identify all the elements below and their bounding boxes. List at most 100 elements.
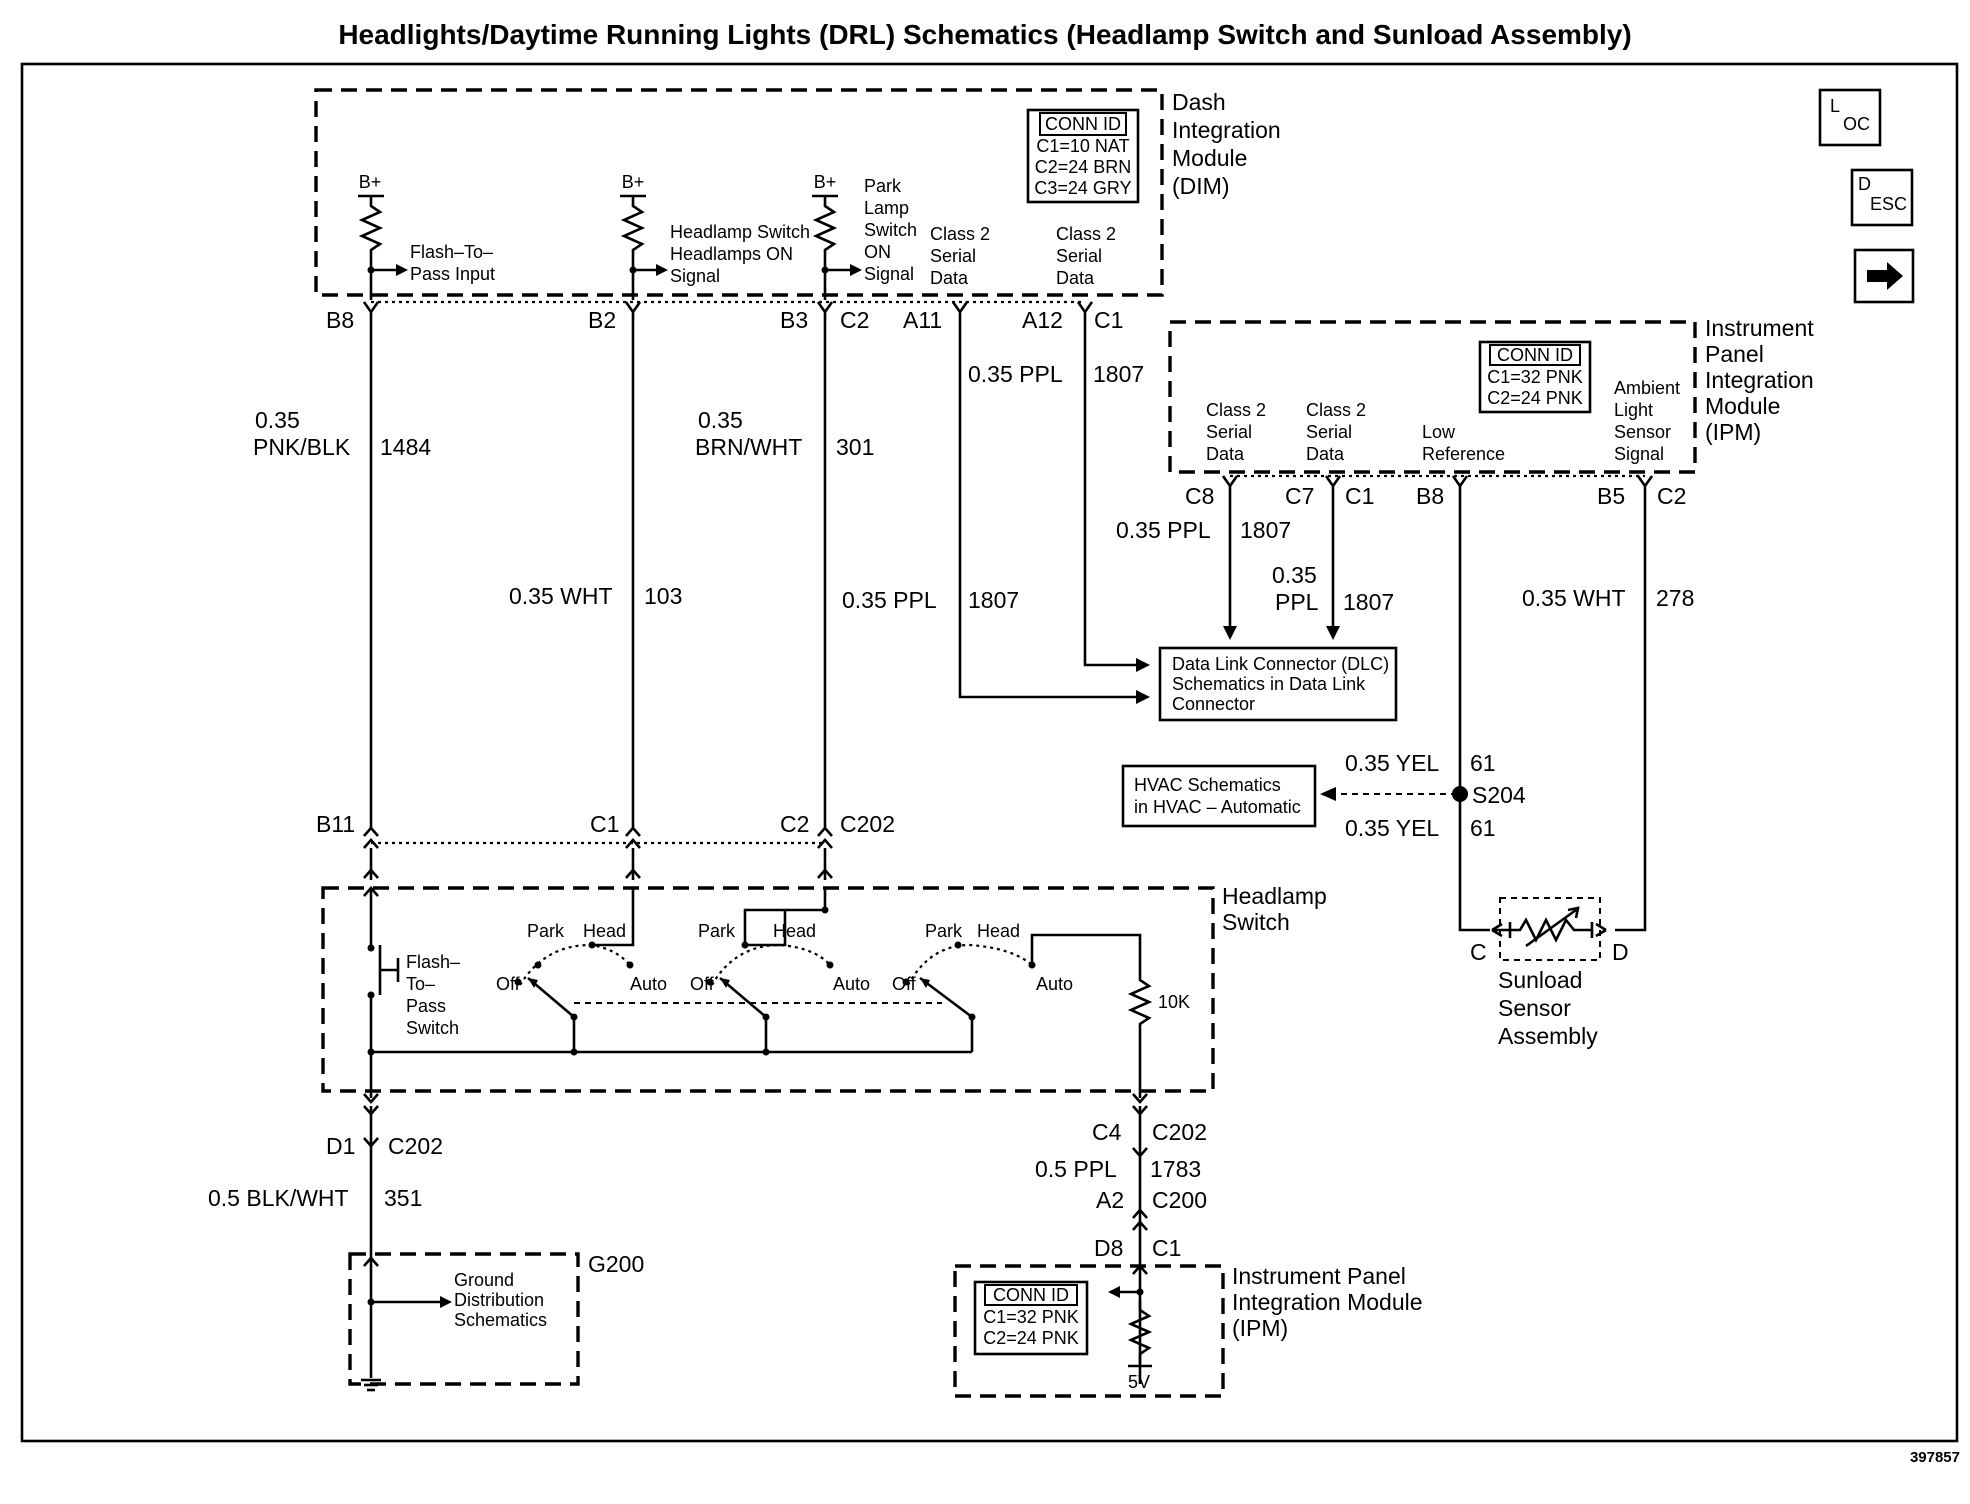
wire-1484-label: 0.35 PNK/BLK 1484: [253, 407, 431, 460]
svg-text:278: 278: [1656, 585, 1694, 611]
svg-text:Serial: Serial: [1206, 422, 1252, 442]
svg-text:C202: C202: [388, 1133, 443, 1159]
dim-class2-labels: Class 2 Serial Data Class 2 Serial Data: [930, 224, 1116, 288]
svg-text:Connector: Connector: [1172, 694, 1255, 714]
svg-text:A2: A2: [1096, 1187, 1124, 1213]
svg-text:Signal: Signal: [670, 266, 720, 286]
svg-text:PPL: PPL: [1275, 589, 1319, 615]
dlc-reference-box[interactable]: Data Link Connector (DLC) Schematics in …: [1158, 646, 1398, 722]
svg-text:Switch: Switch: [1222, 909, 1290, 935]
svg-text:Head: Head: [773, 921, 816, 941]
dim-conn-id-table: CONN ID C1=10 NAT C2=24 BRN C3=24 GRY: [1026, 108, 1140, 204]
svg-text:0.35 WHT: 0.35 WHT: [509, 583, 613, 609]
svg-text:in HVAC – Automatic: in HVAC – Automatic: [1134, 797, 1301, 817]
svg-text:CONN ID: CONN ID: [1045, 114, 1121, 134]
svg-text:0.35 YEL: 0.35 YEL: [1345, 815, 1439, 841]
svg-text:CONN ID: CONN ID: [1497, 345, 1573, 365]
svg-text:C7: C7: [1285, 483, 1314, 509]
dim-pin-a12: A12: [1022, 307, 1063, 333]
svg-text:Integration Module: Integration Module: [1232, 1289, 1423, 1315]
svg-text:Data: Data: [1306, 444, 1345, 464]
svg-text:5V: 5V: [1128, 1372, 1150, 1392]
svg-text:Auto: Auto: [630, 974, 667, 994]
svg-text:C3=24 GRY: C3=24 GRY: [1034, 178, 1131, 198]
svg-text:B+: B+: [814, 172, 837, 192]
svg-text:ESC: ESC: [1870, 194, 1907, 214]
page-title: Headlights/Daytime Running Lights (DRL) …: [338, 19, 1631, 50]
svg-text:1807: 1807: [1093, 361, 1144, 387]
svg-text:B5: B5: [1597, 483, 1625, 509]
svg-text:Light: Light: [1614, 400, 1653, 420]
svg-text:Ground: Ground: [454, 1270, 514, 1290]
dim-pin-b8: B8: [326, 307, 354, 333]
svg-text:1807: 1807: [968, 587, 1019, 613]
svg-text:Switch: Switch: [864, 220, 917, 240]
loc-icon[interactable]: L OC: [1818, 88, 1882, 147]
svg-text:0.35: 0.35: [1272, 562, 1317, 588]
svg-text:Signal: Signal: [864, 264, 914, 284]
wire-61-labels: 0.35 YEL 61 S204 0.35 YEL 61: [1345, 750, 1526, 841]
wire-278-label: 0.35 WHT 278: [1522, 585, 1694, 611]
svg-text:301: 301: [836, 434, 874, 460]
dim-name-line-3: Module: [1172, 145, 1247, 171]
svg-text:Sunload: Sunload: [1498, 967, 1582, 993]
svg-text:ON: ON: [864, 242, 891, 262]
svg-text:Flash–: Flash–: [406, 952, 460, 972]
svg-text:Assembly: Assembly: [1498, 1023, 1598, 1049]
hvac-reference-box[interactable]: HVAC Schematics in HVAC – Automatic: [1121, 764, 1317, 828]
wire-351-label: 0.5 BLK/WHT 351: [208, 1185, 422, 1211]
svg-text:C: C: [1470, 939, 1487, 965]
svg-text:Flash–To–: Flash–To–: [410, 242, 493, 262]
svg-text:0.5 PPL: 0.5 PPL: [1035, 1156, 1117, 1182]
svg-text:10K: 10K: [1158, 992, 1190, 1012]
dim-pin-b3: B3: [780, 307, 808, 333]
svg-text:Pass: Pass: [406, 996, 446, 1016]
svg-text:C1: C1: [1152, 1235, 1181, 1261]
svg-text:Class 2: Class 2: [930, 224, 990, 244]
ipm-bottom-conn-id-table: CONN ID C1=32 PNK C2=24 PNK: [973, 1280, 1089, 1356]
connector-c200: A2 C200: [1096, 1187, 1207, 1231]
svg-text:S204: S204: [1472, 782, 1526, 808]
connector-c202-d1: D1 C202: [326, 1093, 443, 1258]
svg-text:Panel: Panel: [1705, 341, 1764, 367]
svg-text:103: 103: [644, 583, 682, 609]
svg-text:BRN/WHT: BRN/WHT: [695, 434, 802, 460]
svg-text:0.35: 0.35: [255, 407, 300, 433]
svg-text:Instrument: Instrument: [1705, 315, 1814, 341]
svg-text:Sensor: Sensor: [1498, 995, 1571, 1021]
svg-text:Off: Off: [690, 974, 715, 994]
svg-text:B+: B+: [359, 172, 382, 192]
svg-text:CONN ID: CONN ID: [993, 1285, 1069, 1305]
headlamp-switch: Headlamp Switch Flash– To– Pass Switch P…: [321, 883, 1327, 1098]
wire-1807-a12-label: 0.35 PPL 1807: [968, 361, 1144, 387]
svg-text:Head: Head: [583, 921, 626, 941]
dim-pullup-3: B+ Park Lamp Switch ON Signal: [812, 172, 917, 300]
svg-text:Data: Data: [1056, 268, 1095, 288]
svg-text:0.5 BLK/WHT: 0.5 BLK/WHT: [208, 1185, 349, 1211]
sunload-sensor-assembly: C D Sunload Sensor Assembly: [1470, 897, 1629, 1049]
next-arrow-icon[interactable]: [1853, 248, 1915, 304]
svg-text:D1: D1: [326, 1133, 355, 1159]
svg-text:0.35: 0.35: [698, 407, 743, 433]
svg-text:61: 61: [1470, 750, 1496, 776]
dim-pullup-1: B+ Flash–To– Pass Input: [358, 172, 495, 300]
svg-text:PNK/BLK: PNK/BLK: [253, 434, 351, 460]
svg-text:C1=10 NAT: C1=10 NAT: [1036, 136, 1129, 156]
svg-text:Instrument Panel: Instrument Panel: [1232, 1263, 1406, 1289]
svg-text:Ambient: Ambient: [1614, 378, 1680, 398]
desc-icon[interactable]: D ESC: [1850, 168, 1914, 227]
svg-text:1484: 1484: [380, 434, 431, 460]
svg-text:C1=32 PNK: C1=32 PNK: [1487, 367, 1583, 387]
svg-text:Off: Off: [892, 974, 917, 994]
svg-text:D8: D8: [1094, 1235, 1123, 1261]
svg-text:C4: C4: [1092, 1119, 1122, 1145]
svg-text:Serial: Serial: [1056, 246, 1102, 266]
svg-text:Park: Park: [527, 921, 565, 941]
svg-text:1783: 1783: [1150, 1156, 1201, 1182]
dim-pin-a11: A11: [903, 307, 942, 333]
svg-text:Data: Data: [1206, 444, 1245, 464]
svg-text:Park: Park: [698, 921, 736, 941]
svg-text:351: 351: [384, 1185, 422, 1211]
svg-text:D: D: [1612, 939, 1629, 965]
